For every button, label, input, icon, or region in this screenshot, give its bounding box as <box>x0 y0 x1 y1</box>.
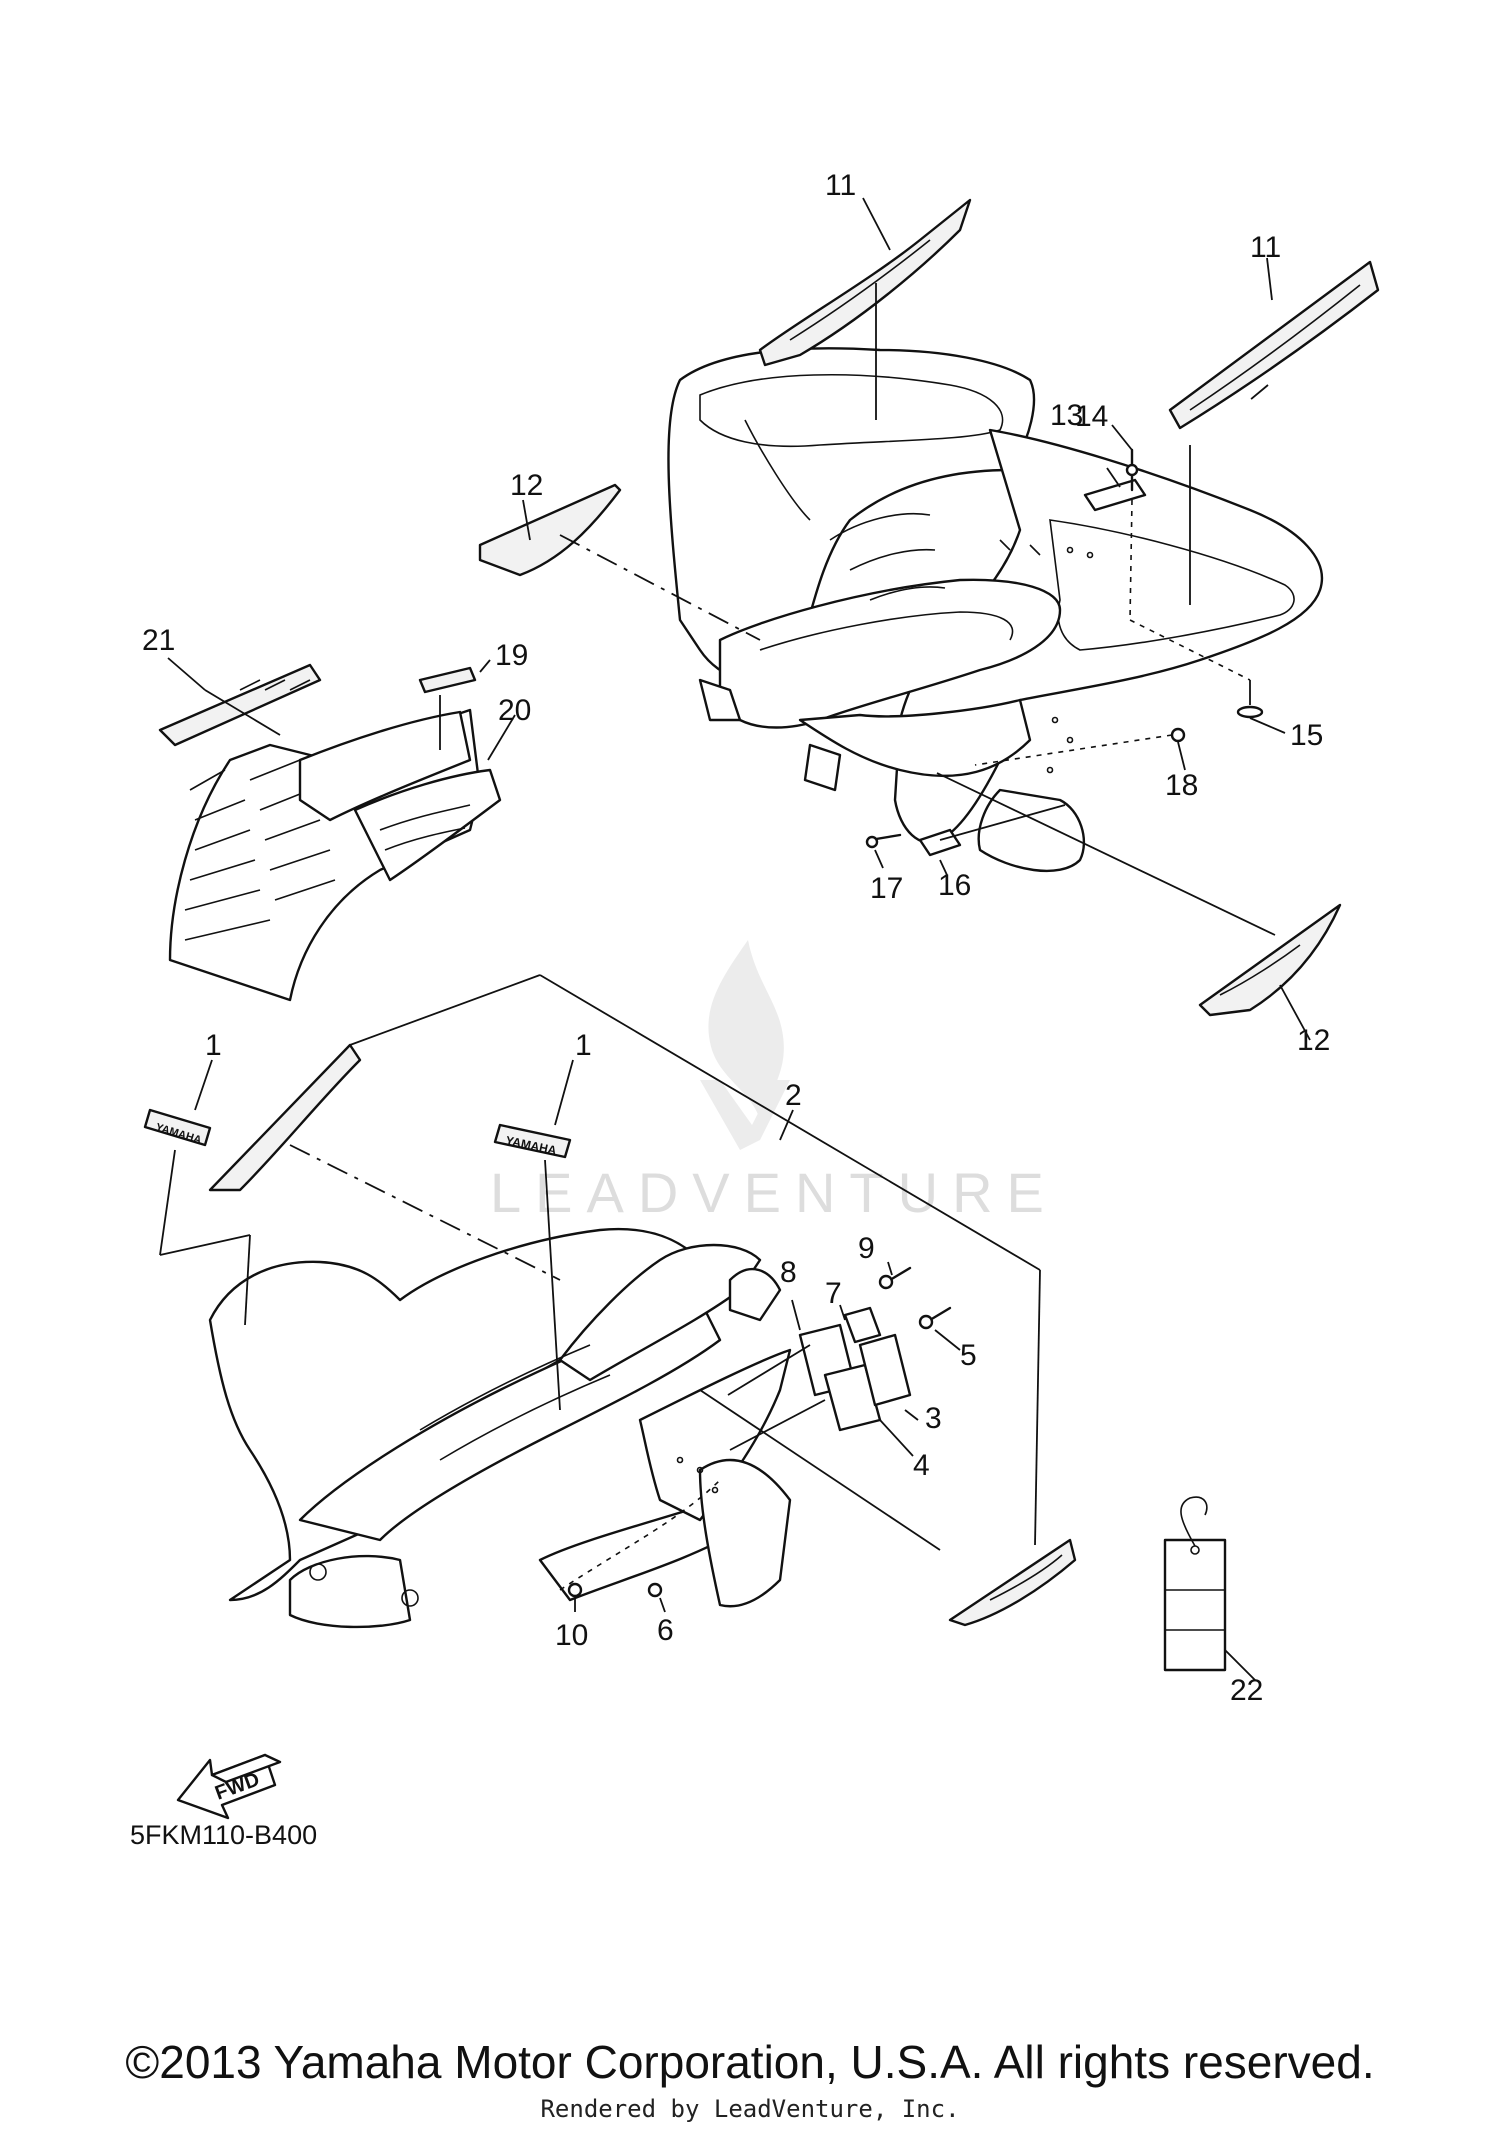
copyright-notice: ©2013 Yamaha Motor Corporation, U.S.A. A… <box>125 2036 1375 2088</box>
callout-8: 8 <box>780 1256 797 1289</box>
callout-3: 3 <box>925 1402 942 1435</box>
leadventure-watermark: LEADVENTURE <box>490 940 1058 1224</box>
callout-20: 20 <box>498 694 531 727</box>
callout-6: 6 <box>657 1614 674 1647</box>
leader-lines <box>159 197 1311 1681</box>
front-fender <box>208 1227 792 1629</box>
hardware-13-18 <box>865 448 1264 857</box>
callout-1b: 1 <box>575 1029 592 1062</box>
callout-14-real: 14 <box>1075 400 1108 433</box>
callout-7: 7 <box>825 1277 842 1310</box>
callout-21: 21 <box>142 624 175 657</box>
decal-11-left <box>758 198 972 367</box>
yamaha-decal-center: YAMAHA <box>493 1123 572 1159</box>
decal-12-right <box>1198 903 1342 1017</box>
callout-5: 5 <box>960 1339 977 1372</box>
callout-22: 22 <box>1230 1674 1263 1707</box>
callout-2: 2 <box>785 1079 802 1112</box>
callout-10: 10 <box>555 1619 588 1652</box>
diagram-code: 5FKM110-B400 <box>130 1820 318 1850</box>
decal-21 <box>158 663 322 747</box>
decal-2 <box>208 1043 362 1192</box>
callout-12a: 12 <box>510 469 543 502</box>
callout-15: 15 <box>1290 719 1323 752</box>
decal-19 <box>418 666 477 694</box>
decal-11-right <box>1168 260 1380 430</box>
rendered-by-credit: Rendered by LeadVenture, Inc. <box>540 2095 960 2123</box>
decal-2-right <box>948 1538 1077 1627</box>
callout-13: 13 <box>1050 399 1083 432</box>
callout-11a: 11 <box>825 169 856 202</box>
callouts: 11 11 12 12 13 14 15 16 17 18 19 20 21 1… <box>142 169 1330 1707</box>
yamaha-decal-left: YAMAHA <box>143 1108 212 1147</box>
front-box <box>168 708 502 1002</box>
callout-19: 19 <box>495 639 528 672</box>
decal-12-left <box>478 483 622 577</box>
fwd-arrow: FWD <box>176 1753 282 1820</box>
callout-4: 4 <box>913 1449 930 1482</box>
callout-12b: 12 <box>1297 1024 1330 1057</box>
callout-11b: 11 <box>1250 231 1281 264</box>
tag-22 <box>1163 1496 1227 1672</box>
rear-fender <box>667 347 1323 873</box>
callout-18: 18 <box>1165 769 1198 802</box>
callout-1a: 1 <box>205 1029 222 1062</box>
plates-and-fasteners <box>567 1266 952 1598</box>
watermark-text: LEADVENTURE <box>490 1161 1058 1224</box>
callout-17: 17 <box>870 872 903 905</box>
callout-9: 9 <box>858 1232 875 1265</box>
callout-16: 16 <box>938 869 971 902</box>
